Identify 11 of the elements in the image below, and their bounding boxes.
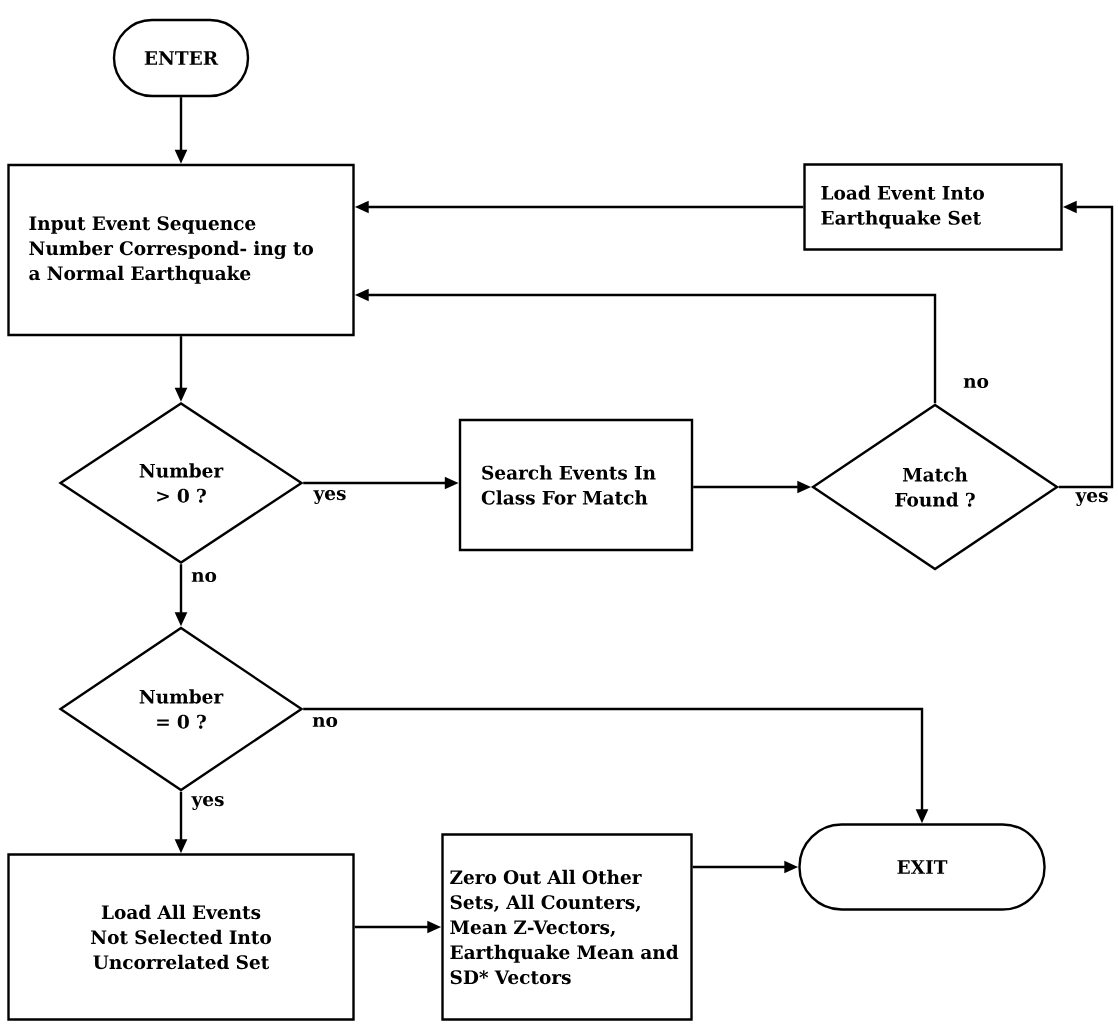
process-box: Zero Out All Other Sets, All Counters, Mean Z-Vectors, Earthquake Mean and SD* Vectors [441, 833, 693, 1021]
edge-label: yes [1075, 492, 1108, 506]
edge-label: no [191, 571, 217, 583]
process-box: Load Event Into Earthquake Set [803, 163, 1063, 251]
edge-label: yes [191, 796, 224, 810]
process-box: Search Events In Class For Match [458, 418, 694, 552]
process-box: Input Event Sequence Number Correspond- ing to a Normal Earthquake [7, 163, 355, 337]
process-box: Load All Events Not Selected Into Uncorrelated Set [7, 853, 355, 1021]
edge-label: no [312, 716, 338, 728]
edge-label: no [963, 377, 989, 389]
edge-label: yes [313, 490, 346, 504]
